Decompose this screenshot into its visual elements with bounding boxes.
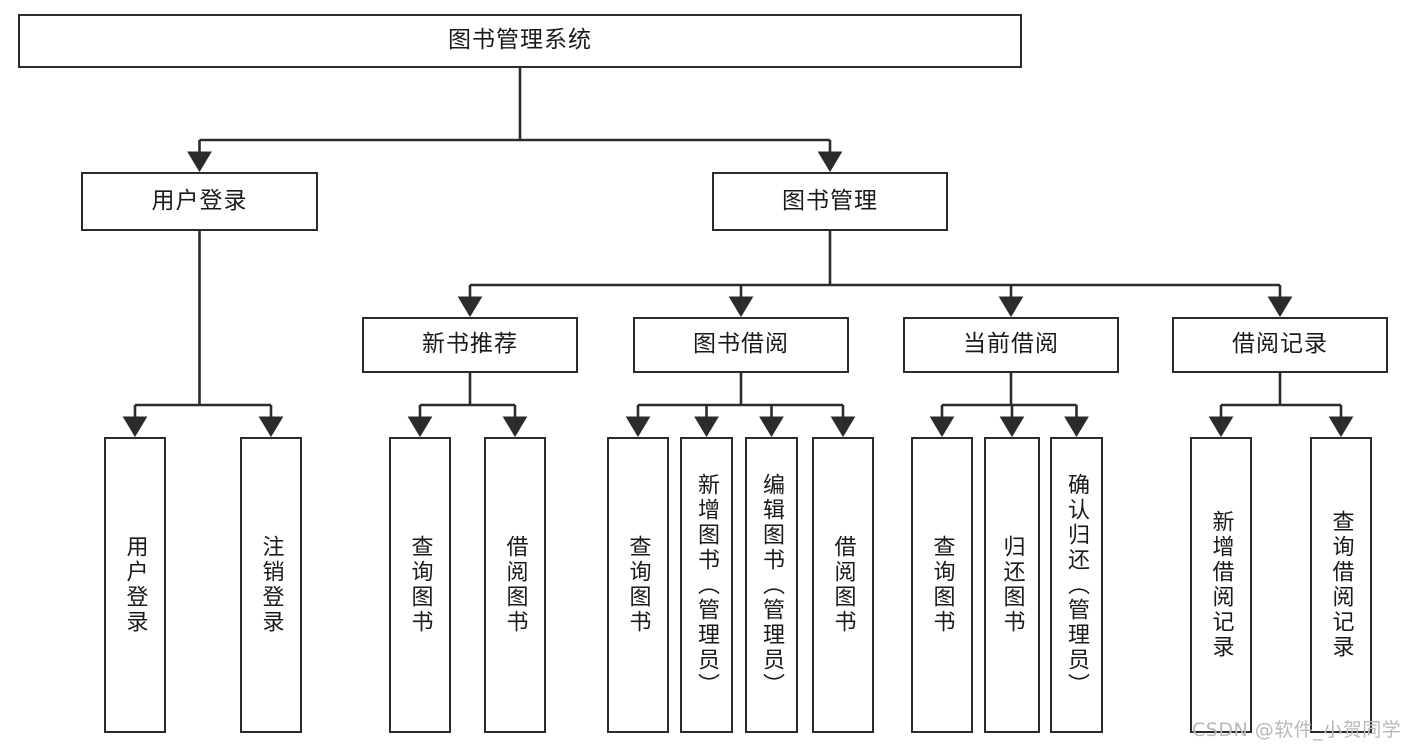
node-leaf11[interactable]: 确认归还（管理员） — [1050, 437, 1103, 733]
node-leaf3[interactable]: 查询图书 — [389, 437, 451, 733]
node-bookmgmt[interactable]: 图书管理 — [712, 172, 948, 231]
node-leaf7[interactable]: 编辑图书（管理员） — [745, 437, 798, 733]
watermark-text: CSDN @软件_小贺同学 — [1192, 719, 1402, 741]
node-label: 查询图书 — [407, 535, 433, 635]
node-leaf9[interactable]: 查询图书 — [911, 437, 973, 733]
node-label: 用户登录 — [122, 535, 148, 635]
node-leaf5[interactable]: 查询图书 — [607, 437, 669, 733]
node-label: 图书管理 — [782, 187, 878, 214]
node-leaf1[interactable]: 用户登录 — [104, 437, 166, 733]
node-leaf13[interactable]: 查询借阅记录 — [1310, 437, 1372, 733]
node-label: 查询图书 — [929, 535, 955, 635]
node-label: 图书借阅 — [693, 331, 789, 358]
node-root[interactable]: 图书管理系统 — [18, 14, 1022, 68]
node-login[interactable]: 用户登录 — [81, 172, 318, 231]
node-leaf4[interactable]: 借阅图书 — [484, 437, 546, 733]
node-label: 图书管理系统 — [448, 27, 592, 54]
node-label: 查询借阅记录 — [1328, 510, 1354, 660]
node-label: 新增借阅记录 — [1208, 510, 1234, 660]
node-label: 新书推荐 — [422, 331, 518, 358]
node-leaf10[interactable]: 归还图书 — [984, 437, 1040, 733]
node-records[interactable]: 借阅记录 — [1172, 317, 1388, 373]
node-label: 确认归还（管理员） — [1064, 472, 1090, 698]
node-label: 用户登录 — [151, 187, 248, 214]
node-leaf12[interactable]: 新增借阅记录 — [1190, 437, 1252, 733]
node-label: 查询图书 — [625, 535, 651, 635]
node-label: 借阅记录 — [1232, 331, 1328, 358]
node-label: 注销登录 — [258, 535, 284, 635]
node-leaf8[interactable]: 借阅图书 — [812, 437, 874, 733]
node-leaf2[interactable]: 注销登录 — [240, 437, 302, 733]
node-label: 编辑图书（管理员） — [759, 472, 785, 698]
node-newbook[interactable]: 新书推荐 — [362, 317, 578, 373]
node-label: 当前借阅 — [963, 331, 1059, 358]
node-leaf6[interactable]: 新增图书（管理员） — [680, 437, 733, 733]
node-current[interactable]: 当前借阅 — [903, 317, 1119, 373]
node-label: 归还图书 — [999, 535, 1025, 635]
node-label: 新增图书（管理员） — [694, 472, 720, 698]
node-label: 借阅图书 — [830, 535, 856, 635]
node-borrow[interactable]: 图书借阅 — [633, 317, 849, 373]
node-label: 借阅图书 — [502, 535, 528, 635]
